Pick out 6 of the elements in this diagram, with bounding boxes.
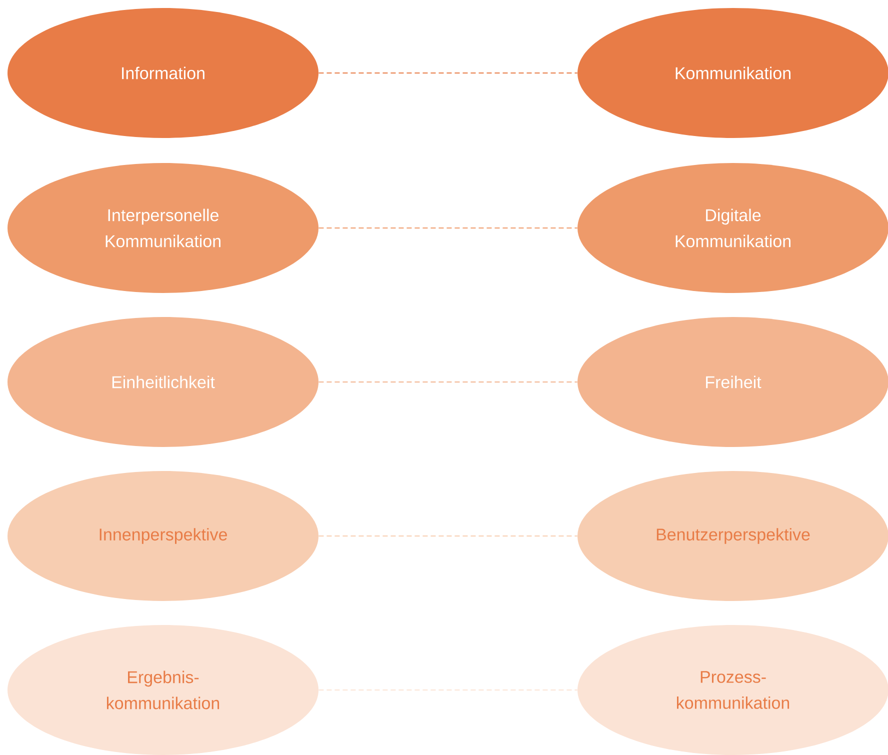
ellipse-node: Information <box>8 8 318 138</box>
ellipse-node: Ergebnis- kommunikation <box>8 625 318 755</box>
ellipse-node: Interpersonelle Kommunikation <box>8 163 318 293</box>
dashed-line <box>318 72 578 74</box>
ellipse-node: Einheitlichkeit <box>8 317 318 447</box>
ellipse-node: Innenperspektive <box>8 471 318 601</box>
